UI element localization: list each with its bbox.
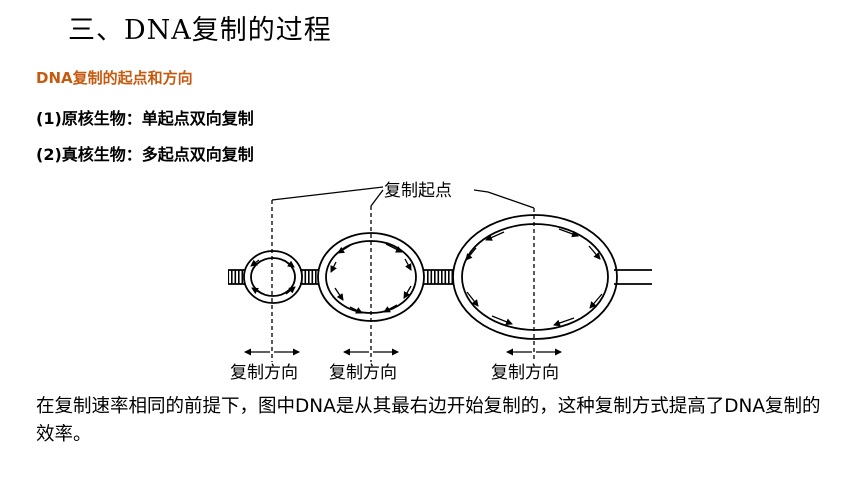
replication-bubble-1 — [243, 250, 303, 304]
point-eukaryote: (2)真核生物：多起点双向复制 — [36, 145, 254, 164]
origin-label-leaders — [271, 186, 535, 209]
point-prokaryote: (1)原核生物：单起点双向复制 — [36, 109, 254, 128]
slide-title: 三、DNA复制的过程 — [68, 15, 332, 46]
origin-label: 复制起点 — [384, 181, 452, 201]
direction-label-1: 复制方向 — [230, 363, 298, 383]
duplex-right — [614, 269, 652, 285]
replication-bubble-3 — [452, 214, 618, 340]
explanation-text: 在复制速率相同的前提下，图中DNA是从其最右边开始复制的，这种复制方式提高了DN… — [36, 396, 821, 445]
direction-label-2: 复制方向 — [329, 363, 397, 383]
duplex-middle-2 — [424, 269, 456, 285]
direction-label-3: 复制方向 — [491, 363, 559, 383]
origin-lines — [271, 200, 535, 362]
section-subtitle: DNA复制的起点和方向 — [36, 69, 193, 87]
